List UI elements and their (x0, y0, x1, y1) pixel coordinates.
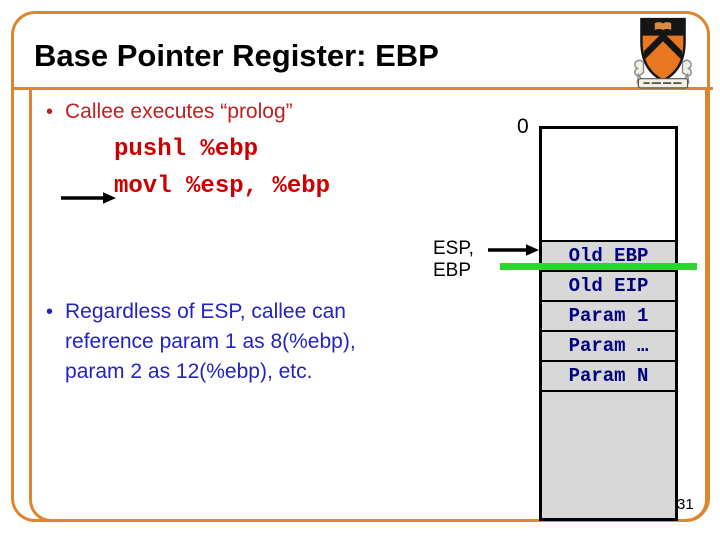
code-pointer-arrow-icon (61, 192, 116, 204)
code-movl: movl %esp, %ebp (114, 173, 331, 200)
bullet-text: Callee executes “prolog” (65, 100, 293, 123)
bullet-line-3: param 2 as 12(%ebp), etc. (65, 360, 313, 383)
stack-cell-param-1: Param 1 (542, 300, 675, 330)
page-title: Base Pointer Register: EBP (34, 38, 439, 73)
stack-empty-top (542, 129, 675, 240)
stack-empty-bottom (542, 390, 675, 518)
stack-top-address-label: 0 (517, 115, 529, 138)
bullet-callee-prolog: • Callee executes “prolog” (46, 99, 293, 125)
stack-cell-param-dots: Param … (542, 330, 675, 360)
esp-label-line: ESP, (433, 238, 474, 259)
slide-body-border (29, 90, 708, 522)
bullet-regardless-esp: • Regardless of ESP, callee can referenc… (46, 297, 356, 387)
esp-pointer-arrow-icon (488, 244, 539, 256)
code-pushl: pushl %ebp (114, 136, 259, 163)
esp-ebp-label: ESP, EBP (433, 238, 474, 282)
bullet-line-2: reference param 1 as 8(%ebp), (65, 330, 356, 353)
ebp-label-line: EBP (433, 260, 472, 281)
title-divider (11, 87, 713, 90)
stack-cell-old-eip: Old EIP (542, 270, 675, 300)
stack-cell-param-n: Param N (542, 360, 675, 390)
bullet-text-lines: Regardless of ESP, callee can reference … (65, 297, 356, 387)
bullet-line-1: Regardless of ESP, callee can (65, 300, 346, 323)
stack-diagram: Old EBP Old EIP Param 1 Param … Param N (539, 126, 678, 521)
princeton-shield-icon (634, 17, 692, 89)
bullet-dot: • (46, 101, 54, 123)
bullet-dot: • (46, 301, 54, 323)
green-highlight-line (500, 263, 697, 270)
page-number: 31 (677, 496, 694, 513)
